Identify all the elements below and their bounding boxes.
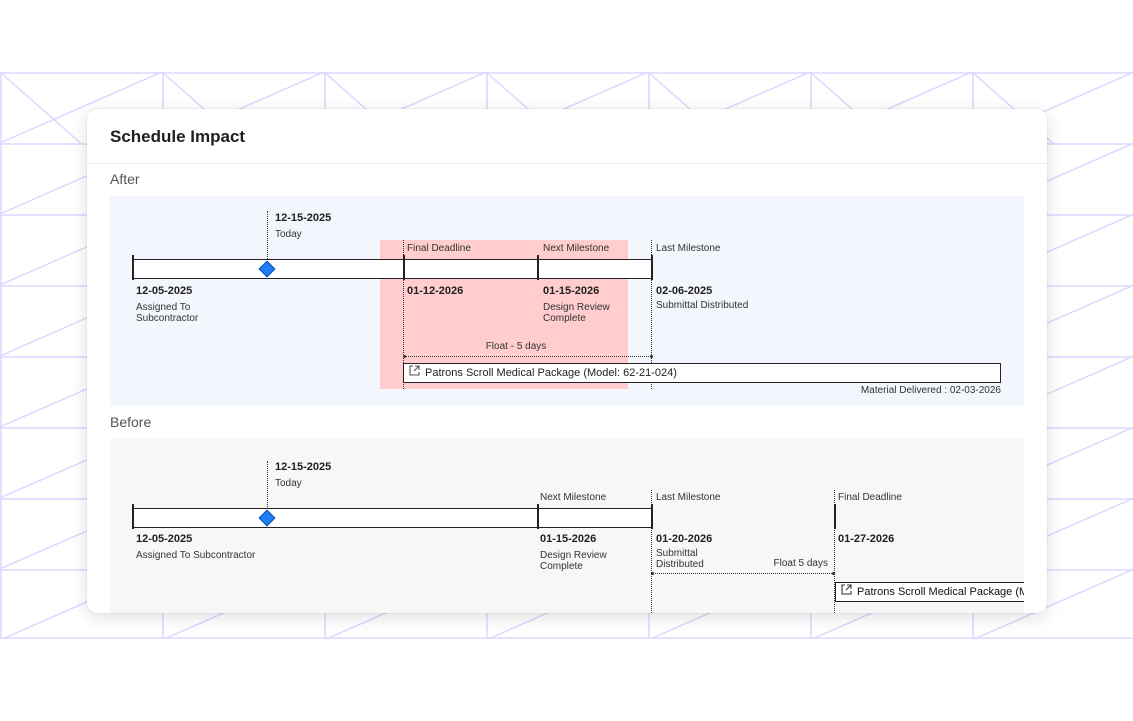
start-label: Assigned To Subcontractor (136, 302, 199, 324)
start-date: 12-05-2025 (136, 285, 193, 297)
package-row[interactable]: Patrons Scroll Medical Package (Model: 6… (403, 363, 1001, 383)
float-line (404, 356, 651, 357)
today-date: 12-15-2025 (275, 461, 332, 473)
schedule-impact-card: Schedule Impact After 12-15-2025 Today F… (87, 109, 1047, 613)
last-milestone-tick (651, 255, 653, 280)
final-deadline-tick (403, 255, 405, 280)
start-tick (132, 255, 134, 280)
next-milestone-label: Design Review Complete (540, 550, 607, 572)
last-milestone-label: Submittal Distributed (656, 548, 704, 570)
last-milestone-top-label: Last Milestone (656, 243, 721, 254)
float-start-cap (651, 572, 654, 575)
material-delivered: Material Delivered : 02-03-2026 (860, 385, 1001, 396)
last-milestone-tick (651, 504, 653, 529)
before-timeline-panel: 12-15-2025 Today Next Milestone Last Mil… (110, 438, 1024, 613)
today-marker-line (267, 211, 268, 267)
float-start-cap (403, 355, 406, 358)
final-deadline-top-label: Final Deadline (838, 492, 902, 503)
next-milestone-date: 01-15-2026 (543, 285, 600, 297)
today-date: 12-15-2025 (275, 212, 332, 224)
start-date: 12-05-2025 (136, 533, 193, 545)
final-deadline-top-label: Final Deadline (407, 243, 471, 254)
after-section-label: After (110, 171, 140, 187)
final-deadline-line (834, 490, 835, 613)
today-label: Today (275, 478, 302, 489)
next-milestone-tick (537, 504, 539, 529)
today-marker-line (267, 461, 268, 517)
card-header: Schedule Impact (87, 109, 1047, 164)
float-label: Float - 5 days (485, 341, 547, 352)
last-milestone-date: 02-06-2025 (656, 285, 713, 297)
start-label: Assigned To Subcontractor (136, 550, 256, 561)
package-name[interactable]: Patrons Scroll Medical Package (Model: 6… (425, 367, 677, 379)
external-link-icon[interactable] (409, 364, 420, 382)
last-milestone-line (651, 490, 652, 613)
next-milestone-label: Design Review Complete (543, 302, 610, 324)
next-milestone-top-label: Next Milestone (543, 243, 610, 254)
float-label: Float 5 days (773, 558, 828, 569)
before-section-label: Before (110, 414, 152, 430)
final-deadline-date: 01-12-2026 (407, 285, 464, 297)
next-milestone-date: 01-15-2026 (540, 533, 597, 545)
final-deadline-tick (834, 504, 836, 529)
after-timeline-panel: 12-15-2025 Today Final Deadline Next Mil… (110, 196, 1024, 406)
today-label: Today (275, 229, 302, 240)
float-end-cap (650, 355, 653, 358)
last-milestone-line (651, 240, 652, 389)
float-end-cap (832, 572, 835, 575)
next-milestone-tick (537, 255, 539, 280)
timeline-bar (133, 508, 652, 528)
final-deadline-date: 01-27-2026 (838, 533, 895, 545)
last-milestone-label: Submittal Distributed (656, 300, 749, 311)
timeline-bar (133, 259, 652, 279)
start-tick (132, 504, 134, 529)
last-milestone-date: 01-20-2026 (656, 533, 713, 545)
card-title: Schedule Impact (110, 127, 246, 146)
float-line (652, 573, 834, 574)
external-link-icon[interactable] (841, 583, 852, 601)
next-milestone-top-label: Next Milestone (540, 492, 607, 503)
package-row[interactable]: Patrons Scroll Medical Package (Model: 6… (835, 582, 1024, 602)
package-name[interactable]: Patrons Scroll Medical Package (Model: 6… (857, 586, 1024, 598)
last-milestone-top-label: Last Milestone (656, 492, 721, 503)
final-deadline-line (403, 240, 404, 389)
